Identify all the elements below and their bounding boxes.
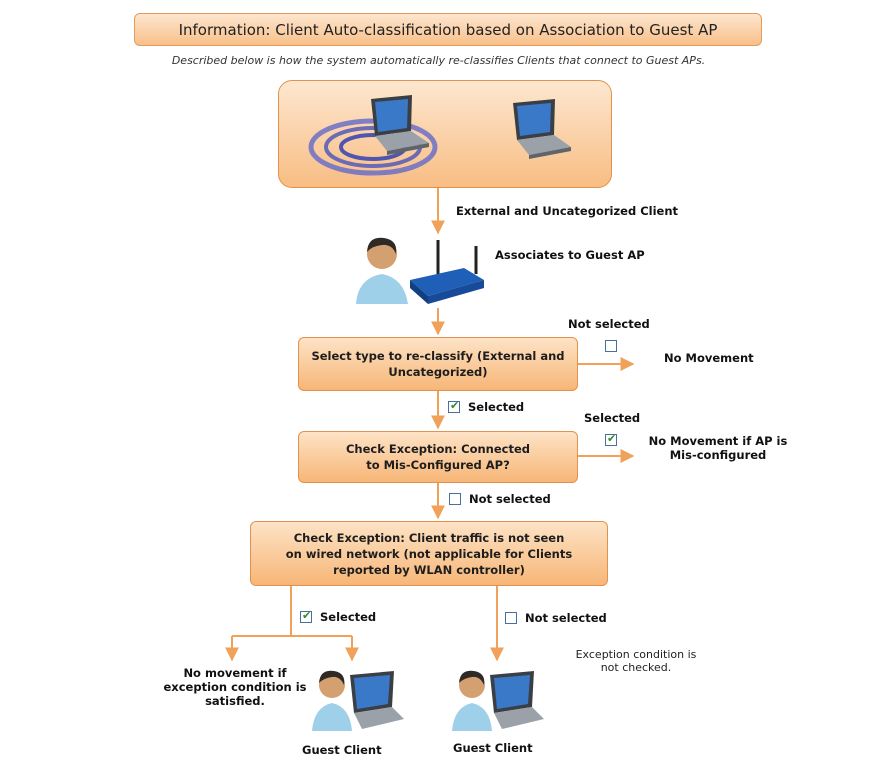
check-wired-box: Check Exception: Client traffic is not s…	[250, 521, 608, 586]
label-external-client: External and Uncategorized Client	[456, 204, 678, 218]
not-selected-checkbox-1[interactable]	[605, 340, 617, 352]
check-wired-text: Check Exception: Client traffic is not s…	[285, 530, 573, 577]
top-panel	[278, 80, 612, 188]
page-title: Information: Client Auto-classification …	[134, 13, 762, 46]
subtitle: Described below is how the system automa…	[171, 54, 706, 67]
user-with-laptop-icon	[446, 663, 546, 733]
label-exception-not-checked: Exception condition is not checked.	[575, 648, 697, 674]
label-associates: Associates to Guest AP	[495, 248, 645, 262]
wireless-laptops-icon	[279, 81, 613, 189]
label-guest-client-right: Guest Client	[453, 741, 533, 755]
label-no-movement: No Movement	[664, 351, 754, 365]
selected-checkbox-3[interactable]	[300, 609, 312, 623]
label-not-selected-1: Not selected	[568, 317, 650, 331]
not-selected-checkbox-3[interactable]	[505, 612, 517, 624]
label-not-selected-3: Not selected	[525, 611, 607, 625]
label-not-selected-2: Not selected	[469, 492, 551, 506]
select-type-text: Select type to re-classify (External and…	[311, 349, 565, 379]
user-with-router-icon	[352, 234, 488, 308]
label-no-movement-exception: No movement if exception condition is sa…	[163, 666, 307, 708]
check-misconfig-text: Check Exception: Connected to Mis-Config…	[345, 442, 530, 472]
label-selected-3: Selected	[320, 610, 377, 624]
user-with-laptop-icon	[306, 663, 406, 733]
label-selected-1: Selected	[468, 400, 525, 414]
select-type-box: Select type to re-classify (External and…	[298, 337, 578, 391]
title-text: Information: Client Auto-classification …	[178, 20, 718, 39]
label-guest-client-left: Guest Client	[302, 743, 382, 757]
not-selected-checkbox-2[interactable]	[449, 493, 461, 505]
selected-checkbox-2[interactable]	[605, 432, 617, 446]
check-misconfig-box: Check Exception: Connected to Mis-Config…	[298, 431, 578, 483]
label-selected-2: Selected	[584, 411, 641, 425]
label-no-movement-misconfig: No Movement if AP is Mis-configured	[648, 434, 788, 462]
selected-checkbox-1[interactable]	[448, 399, 460, 413]
